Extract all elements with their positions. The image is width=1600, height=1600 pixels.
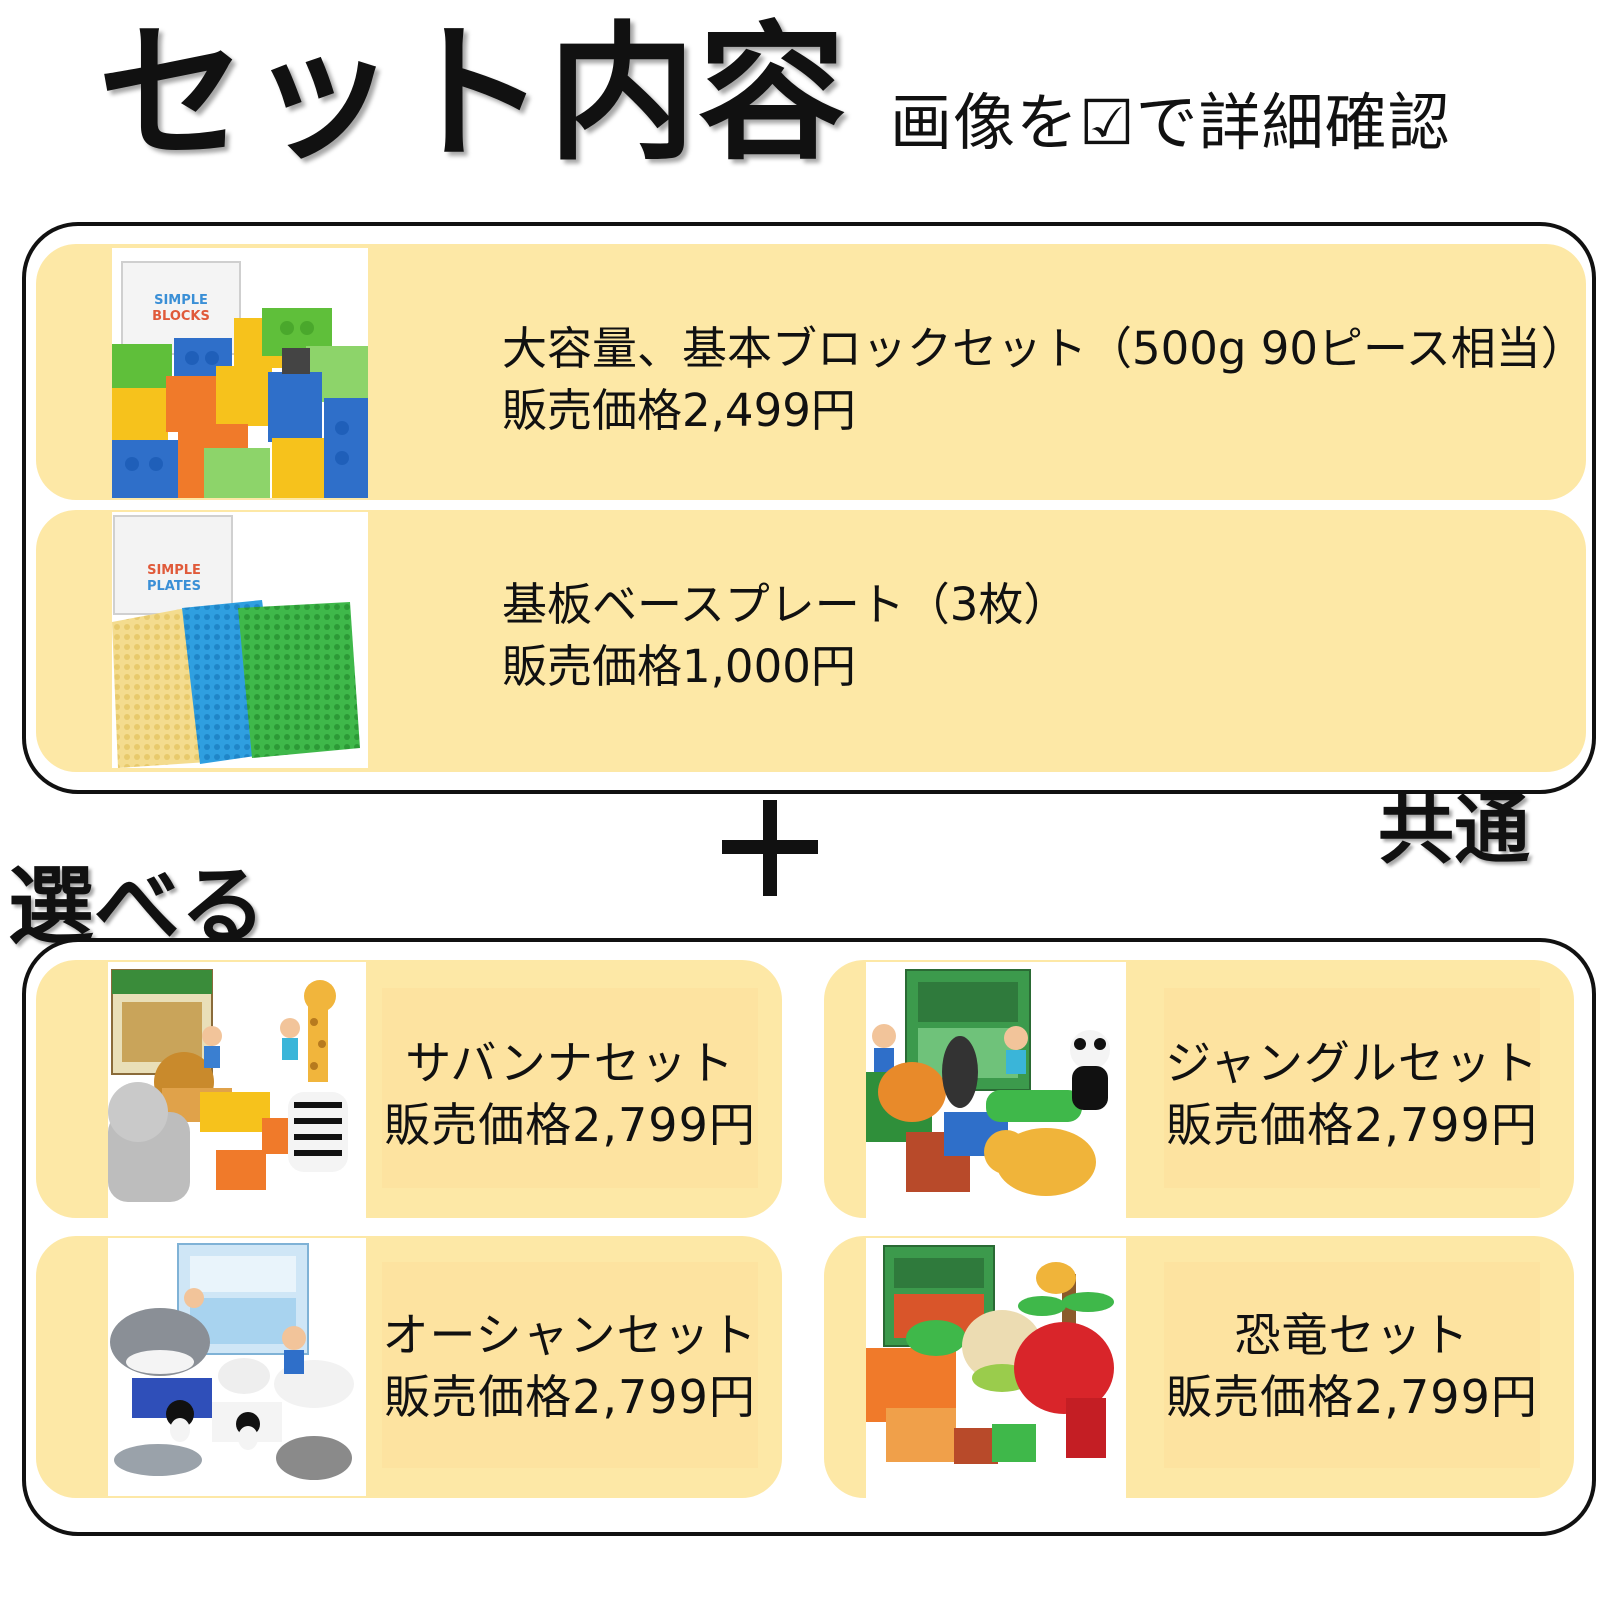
blocks-product-photo[interactable]: SIMPLE BLOCKS — [112, 248, 368, 498]
plates-box-label: SIMPLE — [147, 563, 201, 578]
savanna-image-icon — [108, 962, 366, 1218]
jungle-item-price: 販売価格2,799円 — [1166, 1098, 1538, 1152]
savanna-item-name: サバンナセット — [405, 1036, 735, 1090]
dinosaur-item-text: 恐竜セット 販売価格2,799円 — [1164, 1304, 1540, 1428]
jungle-item-text: ジャングルセット 販売価格2,799円 — [1164, 1032, 1540, 1156]
savanna-text-panel — [382, 988, 758, 1188]
blocks-box-label: SIMPLE — [154, 293, 208, 308]
dinosaur-text-panel — [1164, 1262, 1540, 1468]
savanna-item-text: サバンナセット 販売価格2,799円 — [382, 1032, 758, 1156]
blocks-image-icon: SIMPLE BLOCKS — [112, 248, 368, 498]
dinosaur-item-price: 販売価格2,799円 — [1166, 1370, 1538, 1424]
selectable-label: 選べる — [8, 857, 266, 957]
plates-item-text: 基板ベースプレート（3枚） 販売価格1,000円 — [502, 574, 1068, 698]
jungle-image-icon — [866, 962, 1126, 1220]
jungle-product-photo[interactable] — [866, 962, 1126, 1220]
ocean-item-name: オーシャンセット — [382, 1308, 758, 1362]
svg-text:BLOCKS: BLOCKS — [152, 309, 210, 324]
plates-product-photo[interactable]: SIMPLE PLATES — [112, 512, 368, 768]
plates-item-name: 基板ベースプレート（3枚） — [502, 578, 1069, 631]
savanna-item-price: 販売価格2,799円 — [384, 1098, 756, 1152]
blocks-item-price: 販売価格2,499円 — [502, 384, 856, 437]
dinosaur-product-photo[interactable] — [866, 1238, 1126, 1498]
savanna-product-photo[interactable] — [108, 962, 366, 1218]
dinosaur-item-name: 恐竜セット — [1234, 1308, 1470, 1362]
jungle-item-name: ジャングルセット — [1165, 1036, 1539, 1090]
blocks-item-name: 大容量、基本ブロックセット（500g 90ピース相当） — [502, 322, 1586, 375]
plates-item-price: 販売価格1,000円 — [502, 640, 856, 693]
ocean-item-price: 販売価格2,799円 — [384, 1370, 756, 1424]
page-subtitle: 画像を☑で詳細確認 — [890, 86, 1451, 159]
page-title: セット内容 — [98, 8, 848, 180]
svg-text:PLATES: PLATES — [147, 579, 201, 594]
blocks-item-text: 大容量、基本ブロックセット（500g 90ピース相当） 販売価格2,499円 — [502, 318, 1586, 442]
ocean-product-photo[interactable] — [108, 1238, 366, 1496]
ocean-image-icon — [108, 1238, 366, 1496]
plus-icon — [722, 800, 818, 896]
plates-image-icon: SIMPLE PLATES — [112, 512, 368, 768]
ocean-item-text: オーシャンセット 販売価格2,799円 — [382, 1304, 758, 1428]
common-label: 共通 — [1378, 785, 1530, 874]
dinosaur-image-icon — [866, 1238, 1126, 1498]
jungle-text-panel — [1164, 988, 1540, 1188]
ocean-text-panel — [382, 1262, 758, 1468]
